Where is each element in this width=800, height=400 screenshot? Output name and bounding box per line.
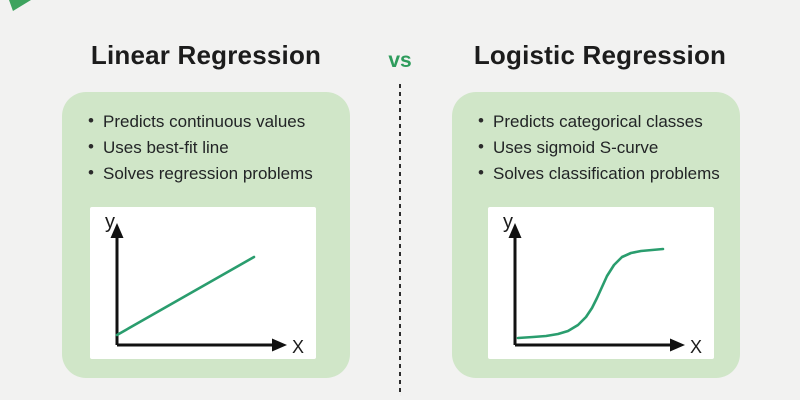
linear-regression-bullet-list: Predicts continuous values Uses best-fit… [62, 92, 350, 187]
y-axis-arrow-icon [110, 223, 124, 238]
sigmoid-curve [516, 247, 665, 340]
best-fit-line [115, 255, 256, 337]
bullet-item: Predicts continuous values [86, 108, 342, 135]
bullet-item: Solves regression problems [86, 160, 342, 187]
logistic-regression-chart: y X [488, 207, 714, 359]
bullet-item: Uses best-fit line [86, 134, 342, 161]
y-axis-label: y [105, 211, 115, 233]
y-axis-arrow-icon [508, 223, 522, 238]
x-axis-label: X [292, 337, 304, 357]
dotted-divider [399, 84, 401, 395]
logistic-chart-svg: y X [503, 211, 702, 357]
vs-label: vs [388, 49, 412, 72]
left-title: Linear Regression [90, 40, 322, 70]
logistic-regression-panel: Predicts categorical classes Uses sigmoi… [452, 92, 740, 378]
bullet-item: Uses sigmoid S-curve [476, 134, 732, 161]
x-axis-label: X [690, 337, 702, 357]
bullet-item: Solves classification problems [476, 160, 732, 187]
y-axis-label: y [503, 211, 513, 233]
right-title: Logistic Regression [473, 40, 727, 70]
logistic-regression-bullet-list: Predicts categorical classes Uses sigmoi… [452, 92, 740, 187]
linear-regression-panel: Predicts continuous values Uses best-fit… [62, 92, 350, 378]
corner-accent-triangle [9, 0, 31, 11]
bullet-item: Predicts categorical classes [476, 108, 732, 135]
linear-chart-svg: y X [105, 211, 304, 357]
x-axis-arrow-icon [272, 338, 287, 352]
linear-regression-chart: y X [90, 207, 316, 359]
x-axis-arrow-icon [670, 338, 685, 352]
